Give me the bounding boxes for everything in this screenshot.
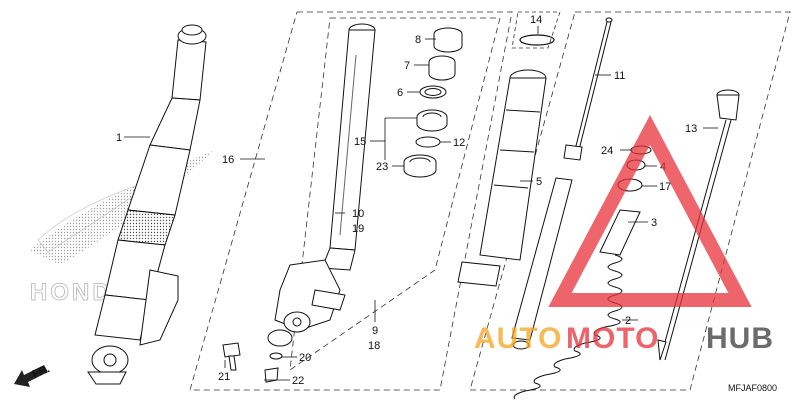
label-18: 18 — [368, 340, 380, 352]
label-23: 23 — [376, 161, 388, 173]
seal-stack — [403, 27, 463, 178]
watermark-word-moto: MOTO — [566, 322, 659, 355]
label-8: 8 — [415, 34, 421, 46]
outer-tube-part-5 — [457, 69, 547, 287]
diagram-code: MFJAF0800 — [728, 383, 777, 393]
label-14: 14 — [530, 14, 542, 26]
label-5: 5 — [536, 176, 542, 188]
label-19: 19 — [352, 223, 364, 235]
watermark-triangle — [548, 115, 752, 307]
bolts-20-21-22 — [222, 342, 283, 383]
label-24: 24 — [601, 145, 613, 157]
watermark-word-auto: AUTO — [474, 322, 562, 355]
label-9: 9 — [372, 325, 378, 337]
group-frame-right — [469, 11, 791, 391]
label-16: 16 — [222, 154, 234, 166]
label-3: 3 — [651, 217, 657, 229]
label-21: 21 — [218, 371, 230, 383]
watermark: AUTO MOTO HUB — [474, 115, 774, 355]
front-direction-arrow: FR. — [14, 363, 52, 387]
watermark-word-hub: HUB — [706, 322, 774, 355]
label-11: 11 — [614, 70, 625, 82]
label-13: 13 — [685, 123, 697, 135]
label-17: 17 — [659, 181, 671, 193]
part-labels: 1 16 8 7 6 15 12 23 10 19 9 18 20 21 22 … — [116, 14, 697, 387]
fork-assembly-part-1 — [87, 24, 207, 385]
damper-rod-part-11 — [511, 17, 613, 350]
label-7: 7 — [404, 60, 410, 72]
inner-tube-part-10 — [267, 23, 376, 347]
label-10: 10 — [352, 208, 364, 220]
spring-part-2 — [513, 254, 623, 400]
group-frame-16 — [189, 11, 513, 391]
fork-bolt-part-13 — [657, 89, 740, 361]
label-12: 12 — [453, 137, 465, 149]
group-frame-9 — [289, 17, 501, 371]
label-15: 15 — [354, 136, 366, 148]
direction-label: FR. — [31, 363, 52, 381]
label-6: 6 — [397, 87, 403, 99]
label-20: 20 — [299, 352, 311, 364]
group-frame-14 — [511, 11, 561, 49]
label-22: 22 — [292, 375, 304, 387]
label-1: 1 — [116, 132, 122, 144]
leader-lines — [124, 26, 718, 381]
stop-ring-part-14 — [519, 34, 555, 46]
label-2: 2 — [625, 315, 631, 327]
